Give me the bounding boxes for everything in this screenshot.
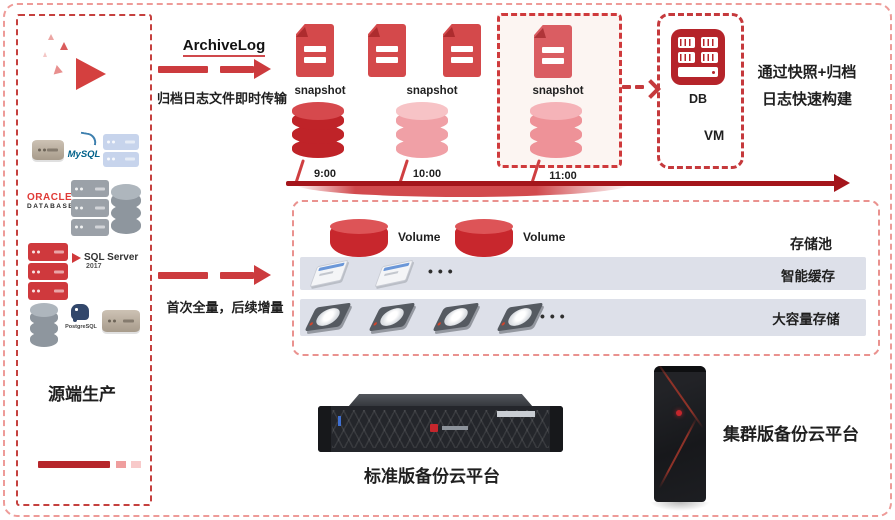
volume-label: Volume [523, 230, 566, 244]
mysql-dolphin-icon [79, 131, 98, 146]
snapshot-database-icon [396, 102, 448, 160]
vm-label: VM [704, 128, 725, 143]
snapshot-label: snapshot [532, 85, 584, 97]
standard-platform-label: 标准版备份云平台 [364, 467, 500, 486]
postgresql-label: PostgreSQL [65, 324, 97, 330]
timeline-arrow [286, 181, 836, 186]
snapshot-file-icon [368, 24, 406, 77]
rack-brand-icon [430, 424, 438, 432]
smart-cache-label: 智能缓存 [781, 269, 835, 284]
tower-server-image [654, 366, 706, 502]
storage-pool-box [292, 200, 880, 356]
snapshot-file-icon [296, 24, 334, 77]
full-flow-arrow-segment [158, 272, 208, 279]
progress-bar [38, 461, 110, 468]
snapshot-database-icon [292, 102, 344, 160]
server-stack-icon [71, 180, 109, 236]
bulk-storage-label: 大容量存储 [772, 312, 840, 327]
server-icon [32, 140, 64, 160]
tower-shadow [650, 502, 710, 511]
cluster-platform-label: 集群版备份云平台 [723, 425, 859, 444]
vm-recovery-box [657, 13, 744, 169]
rack-server-image [318, 394, 563, 456]
source-production-panel [16, 14, 152, 506]
progress-segment [131, 461, 141, 468]
snapshot-file-icon [443, 24, 481, 77]
timeline-arrow-head [834, 174, 850, 192]
ellipsis: ••• [540, 308, 570, 324]
server-stack-icon [103, 134, 139, 167]
build-caption-line2: 日志快速构建 [761, 91, 852, 108]
db-label: DB [688, 92, 708, 106]
server-stack-icon [28, 243, 68, 301]
archivelog-title-text: ArchiveLog [182, 37, 266, 57]
snapshot-file-icon [534, 25, 572, 78]
snapshot-database-icon [530, 102, 582, 160]
time-label: 10:00 [412, 168, 442, 180]
triangle-particle-icon [48, 34, 54, 40]
source-panel-title: 源端生产 [48, 385, 116, 404]
sqlserver-label: SQL Server [84, 252, 139, 263]
progress-segment [116, 461, 126, 468]
time-label: 11:00 [549, 170, 577, 182]
archivelog-title: ArchiveLog [168, 37, 280, 57]
archive-arrow-head [254, 59, 271, 79]
volume-cylinder-icon [455, 219, 513, 257]
storage-pool-label: 存储池 [790, 236, 832, 252]
dashed-arrow-segment [622, 85, 631, 89]
build-caption-line1: 通过快照+归档 [757, 64, 857, 81]
server-icon [102, 310, 140, 332]
archive-arrow-segment [220, 66, 254, 73]
full-flow-arrow-segment [220, 272, 254, 279]
ellipsis: ••• [428, 263, 458, 279]
sqlserver-year-label: 2017 [86, 263, 102, 270]
oracle-logo: ORACLE DATABASE [27, 192, 75, 210]
sqlserver-logo: SQL Server 2017 [72, 252, 140, 270]
database-cylinder-icon [111, 184, 141, 236]
timeline-swoosh [295, 184, 630, 197]
full-flow-arrow-head [254, 265, 271, 285]
snapshot-label: snapshot [406, 85, 458, 97]
db-server-icon [671, 29, 725, 85]
full-flow-subtitle: 首次全量，后续增量 [166, 300, 284, 315]
snapshot-label: snapshot [294, 85, 346, 97]
triangle-particle-icon [60, 42, 68, 50]
play-triangle-logo-icon [76, 58, 106, 90]
database-cylinder-icon [30, 303, 58, 349]
postgresql-elephant-icon [71, 304, 89, 322]
volume-label: Volume [398, 230, 441, 244]
mysql-label: MySQL [67, 149, 101, 160]
oracle-label: ORACLE [27, 192, 73, 203]
volume-cylinder-icon [330, 219, 388, 257]
dashed-arrow-segment [635, 85, 644, 89]
sqlserver-chevron-icon [72, 252, 81, 263]
archive-subtitle: 归档日志文件即时传输 [156, 91, 287, 106]
power-led-icon [676, 410, 682, 416]
triangle-particle-icon [43, 52, 47, 57]
time-label: 9:00 [313, 168, 337, 180]
archive-arrow-segment [158, 66, 208, 73]
oracle-database-label: DATABASE [27, 203, 75, 210]
mysql-logo: MySQL [66, 131, 102, 165]
